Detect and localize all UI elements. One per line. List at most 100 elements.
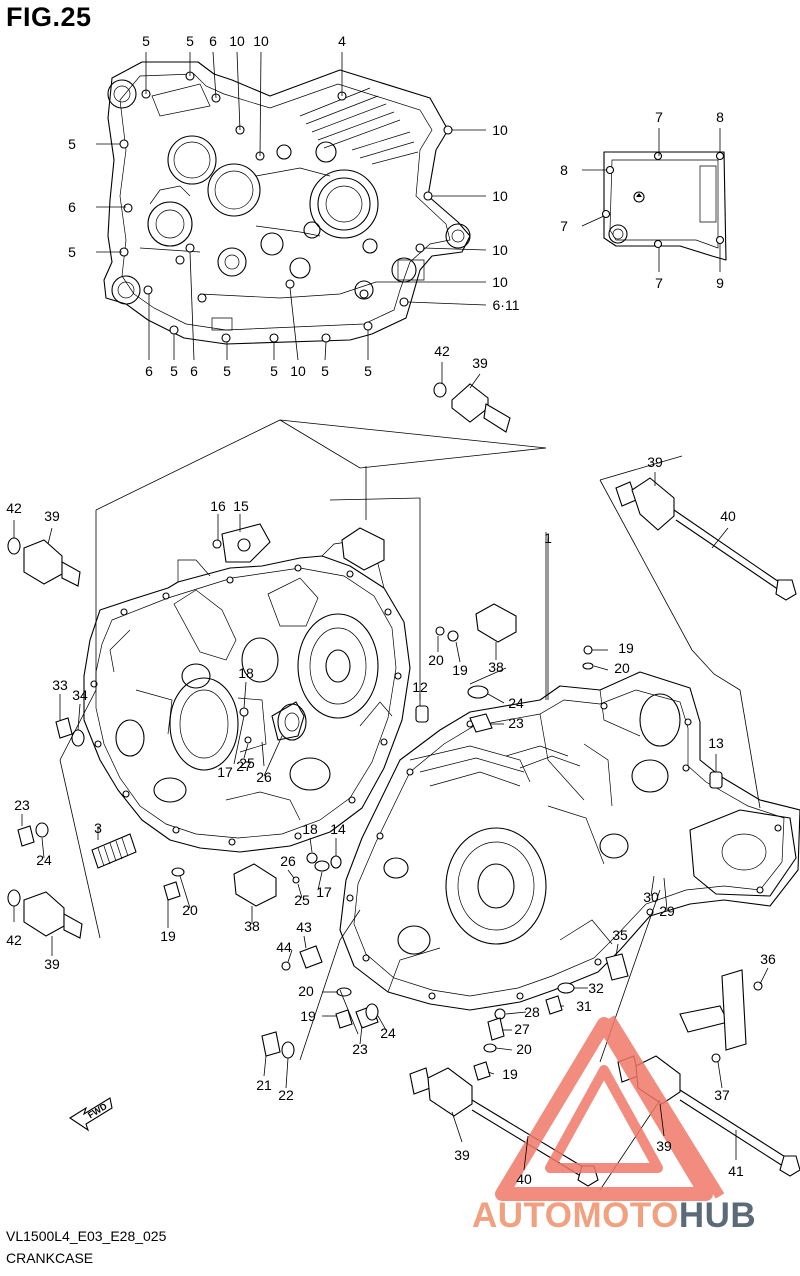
- through-bolt-40-top: [615, 477, 797, 601]
- callout-33: 33: [52, 677, 68, 693]
- callout-25b: 25: [294, 892, 310, 908]
- callout-40a: 40: [720, 508, 736, 524]
- callout-26b: 26: [280, 853, 296, 869]
- bolt-map-label: 6: [209, 33, 217, 49]
- callout-39a: 39: [472, 355, 488, 371]
- callout-1: 1: [544, 530, 552, 546]
- callout-26a: 26: [256, 769, 272, 785]
- cover-bolt-label: 7: [655, 275, 663, 291]
- bolt-map-label: 5: [68, 136, 76, 152]
- small-parts: [7, 382, 800, 1187]
- fwd-arrow-icon: FWD: [68, 1097, 113, 1132]
- callout-29: 29: [659, 903, 675, 919]
- callout-20b: 20: [428, 652, 444, 668]
- callout-39c: 39: [44, 508, 60, 524]
- bolt-map-label: 10: [492, 274, 508, 290]
- callout-41: 41: [728, 1163, 744, 1179]
- leader-lines: [13, 51, 769, 1171]
- drawing-code: VL1500L4_E03_E28_025: [6, 1228, 167, 1244]
- callout-19c: 19: [160, 928, 176, 944]
- callout-32: 32: [588, 980, 604, 996]
- callout-42b: 42: [6, 500, 22, 516]
- callout-38b: 38: [244, 918, 260, 934]
- callout-19a: 19: [618, 640, 634, 656]
- callout-15: 15: [233, 498, 249, 514]
- bolt-map-label: 5: [321, 363, 329, 379]
- bushing-42-39-bottom: [7, 889, 83, 939]
- callout-39e: 39: [454, 1147, 470, 1163]
- bushing-42-39-top: [433, 382, 511, 433]
- bolt-map-label: 10: [253, 33, 269, 49]
- callout-38a: 38: [488, 659, 504, 675]
- callout-24c: 24: [380, 1025, 396, 1041]
- callout-14: 14: [330, 821, 346, 837]
- watermark-logo-icon: [495, 1015, 725, 1201]
- bolt-map-label: 5: [186, 33, 194, 49]
- callout-37: 37: [714, 1087, 730, 1103]
- cover-bolt-label: 7: [655, 109, 663, 125]
- callout-42c: 42: [6, 932, 22, 948]
- bolt-map-label: 5: [68, 244, 76, 260]
- bushing-42-39-left: [7, 537, 81, 587]
- callout-20a: 20: [614, 660, 630, 676]
- callout-12: 12: [412, 679, 428, 695]
- callout-18b: 18: [302, 821, 318, 837]
- cover-bolt-label: 9: [716, 275, 724, 291]
- watermark-part1: AUTOMOTO: [472, 1196, 679, 1235]
- bolt-map-label: 10: [492, 188, 508, 204]
- bolt-map-label: 10: [229, 33, 245, 49]
- callout-25a: 25: [239, 755, 255, 771]
- callout-23a: 23: [508, 715, 524, 731]
- callout-23c: 23: [352, 1041, 368, 1057]
- bolt-map-cover: [601, 151, 727, 261]
- right-crankcase-half: [339, 671, 800, 1011]
- watermark-part2: HUB: [678, 1196, 757, 1235]
- callout-24b: 24: [36, 852, 52, 868]
- callout-22: 22: [278, 1087, 294, 1103]
- section-name: CRANKCASE: [6, 1250, 94, 1266]
- callout-42a: 42: [434, 343, 450, 359]
- callout-34: 34: [72, 687, 88, 703]
- callout-23b: 23: [14, 797, 30, 813]
- callout-27: 27: [236, 758, 252, 774]
- callout-31: 31: [576, 998, 592, 1014]
- bolt-map-label: 6·11: [493, 297, 520, 313]
- callout-39b: 39: [647, 454, 663, 470]
- bolt-map-label: 5: [170, 363, 178, 379]
- callout-19b: 19: [452, 662, 468, 678]
- callout-18a: 18: [238, 665, 254, 681]
- callout-19d: 19: [300, 1008, 316, 1024]
- callout-39d: 39: [44, 956, 60, 972]
- bolt-map-label: 6: [190, 363, 198, 379]
- callout-35: 35: [612, 927, 628, 943]
- bolt-map-label: 10: [492, 242, 508, 258]
- callout-28: 28: [524, 1004, 540, 1020]
- callout-39f: 39: [656, 1138, 672, 1154]
- cover-bolt-label: 7: [560, 218, 568, 234]
- bolt-map-label: 5: [223, 363, 231, 379]
- bolt-map-label: 4: [338, 33, 346, 49]
- callout-19e: 19: [502, 1066, 518, 1082]
- bolt-map-label: 10: [492, 122, 508, 138]
- bolt-map-label: 10: [290, 363, 306, 379]
- bolt-map-label: 5: [142, 33, 150, 49]
- callout-21: 21: [256, 1077, 272, 1093]
- callout-16: 16: [210, 498, 226, 514]
- cover-bolt-label: 8: [560, 162, 568, 178]
- spring-3: [91, 833, 137, 869]
- callout-24a: 24: [508, 695, 524, 711]
- callout-20e: 20: [516, 1041, 532, 1057]
- bolt-map-label: 6: [68, 199, 76, 215]
- figure-title: FIG.25: [6, 2, 92, 32]
- callout-17a: 17: [217, 764, 233, 780]
- callout-20d: 20: [298, 983, 314, 999]
- callout-40b: 40: [516, 1171, 532, 1187]
- bolt-map-label: 6: [145, 363, 153, 379]
- cover-bolt-label: 8: [716, 109, 724, 125]
- bolt-map-label: 5: [270, 363, 278, 379]
- callout-43: 43: [296, 919, 312, 935]
- callout-44: 44: [276, 939, 292, 955]
